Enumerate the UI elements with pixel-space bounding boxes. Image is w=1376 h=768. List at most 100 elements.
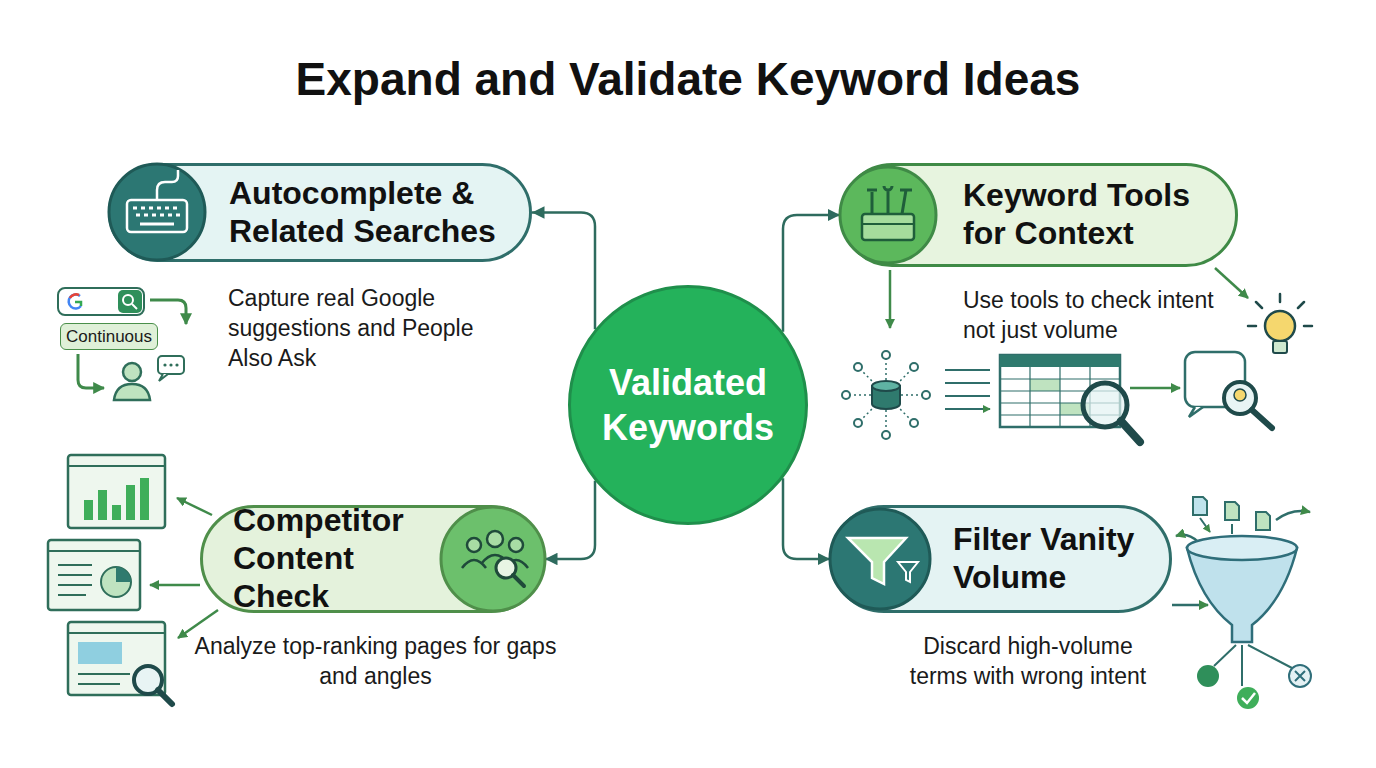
data-analysis-illustration [922,391,930,399]
competitor-pages-illustration [48,540,140,610]
pill-heading-box: Keyword Tools for Context [963,166,1233,264]
filter-funnel-illustration [1214,645,1292,686]
data-analysis-illustration [889,270,892,328]
data-analysis-illustration [1083,383,1127,427]
data-analysis-illustration [910,419,918,427]
data-analysis-illustration [1234,389,1246,401]
data-analysis-illustration [1130,387,1180,390]
data-analysis-illustration [1030,379,1060,391]
data-analysis-illustration [846,355,926,435]
competitor-pages-illustration [48,455,218,704]
circle-label: Validated Keywords [591,360,785,450]
filter-funnel-illustration [1256,512,1270,530]
data-analysis-illustration [1224,382,1256,414]
search-bar-illustration [169,363,172,366]
filter-funnel-illustration [1176,535,1198,542]
search-bar-illustration [114,384,150,400]
competitor-pages-illustration [78,642,122,664]
toolbox-icon [840,167,936,263]
search-bar-illustration [132,304,137,309]
competitor-pages-illustration [158,690,172,704]
filter-funnel-illustration [1237,687,1259,709]
competitor-pages-illustration [101,567,131,597]
competitor-pages-illustration [48,551,140,595]
competitor-pages-illustration [68,455,165,528]
description-text: Discard high-volume terms with wrong int… [894,632,1162,692]
competitor-pages-illustration [140,478,149,520]
search-bar-illustration [118,290,142,313]
tag-label: Continuous [66,326,152,347]
people-search-icon [509,538,523,552]
competitor-pages-illustration [134,666,162,694]
competitor-pages-illustration [150,584,200,587]
filter-funnel-illustration [1276,511,1310,520]
pill-heading: Competitor Content Check [233,502,458,615]
data-analysis-illustration [1273,341,1287,353]
toolbox-icon [862,214,914,240]
description-text: Analyze top-ranking pages for gaps and a… [188,632,563,692]
process-pill: Keyword Tools for ContextUse tools to ch… [840,163,1238,267]
connector-arrow [783,215,840,332]
people-search-icon [513,575,524,586]
description-text: Capture real Google suggestions and Peop… [228,284,493,374]
data-analysis-illustration [1000,367,1120,427]
search-bar-illustration [175,363,178,366]
data-analysis-illustration [872,381,900,391]
search-bar-illustration [75,302,81,306]
competitor-pages-illustration [68,465,165,467]
pill-heading: Filter Vanity Volume [953,521,1168,597]
filter-funnel-illustration [1193,497,1207,515]
search-bar-illustration [123,363,141,381]
connector-arrow [532,213,595,330]
process-pill: Filter Vanity VolumeDiscard high-volume … [830,505,1172,613]
keyboard-icon [109,164,205,260]
search-bar-illustration [78,354,104,388]
people-search-icon [441,507,545,611]
data-analysis-illustration [945,370,990,409]
data-analysis-illustration [854,363,862,371]
people-search-icon [462,555,528,568]
competitor-pages-illustration [84,500,93,520]
filter-funnel-illustration [1289,665,1311,687]
funnel-icon [848,538,906,584]
keyboard-icon [127,200,187,232]
data-analysis-illustration [1121,421,1140,442]
competitor-pages-illustration [177,498,212,515]
search-bar-illustration [150,300,186,324]
description-text: Use tools to check intent not just volum… [963,286,1218,346]
competitor-pages-illustration [116,567,131,582]
pill-heading-box: Competitor Content Check [233,508,458,610]
filter-funnel-illustration [1172,497,1311,709]
process-pill: Autocomplete & Related SearchesCapture r… [108,163,532,262]
data-analysis-illustration [1000,355,1120,367]
filter-funnel-illustration [1172,604,1208,607]
toolbox-icon [840,167,936,263]
competitor-pages-illustration [112,505,121,520]
search-bar-illustration [158,356,184,374]
data-analysis-illustration [1185,352,1245,407]
data-analysis-illustration [882,351,890,359]
central-circle: Validated Keywords [568,285,808,525]
competitor-pages-illustration [68,632,165,634]
pill-heading: Autocomplete & Related Searches [229,175,519,251]
competitor-pages-illustration [78,674,130,684]
data-analysis-illustration [1000,355,1120,427]
data-analysis-illustration [842,391,850,399]
competitor-pages-illustration [98,490,107,520]
funnel-icon [830,509,930,609]
data-analysis-illustration [1252,410,1272,428]
competitor-pages-illustration [178,610,218,638]
search-bar-illustration [70,294,79,298]
data-analysis-illustration [1265,311,1295,341]
data-analysis-illustration [910,363,918,371]
diagram-title: Expand and Validate Keyword Ideas [0,52,1376,106]
search-bar-illustration [159,374,168,381]
data-analysis-illustration [1215,268,1248,298]
funnel-icon [898,562,918,582]
filter-funnel-illustration [1187,548,1297,642]
people-search-icon [467,538,481,552]
data-analysis-illustration [854,419,862,427]
data-analysis-illustration [872,386,900,409]
keyboard-icon [157,170,178,200]
